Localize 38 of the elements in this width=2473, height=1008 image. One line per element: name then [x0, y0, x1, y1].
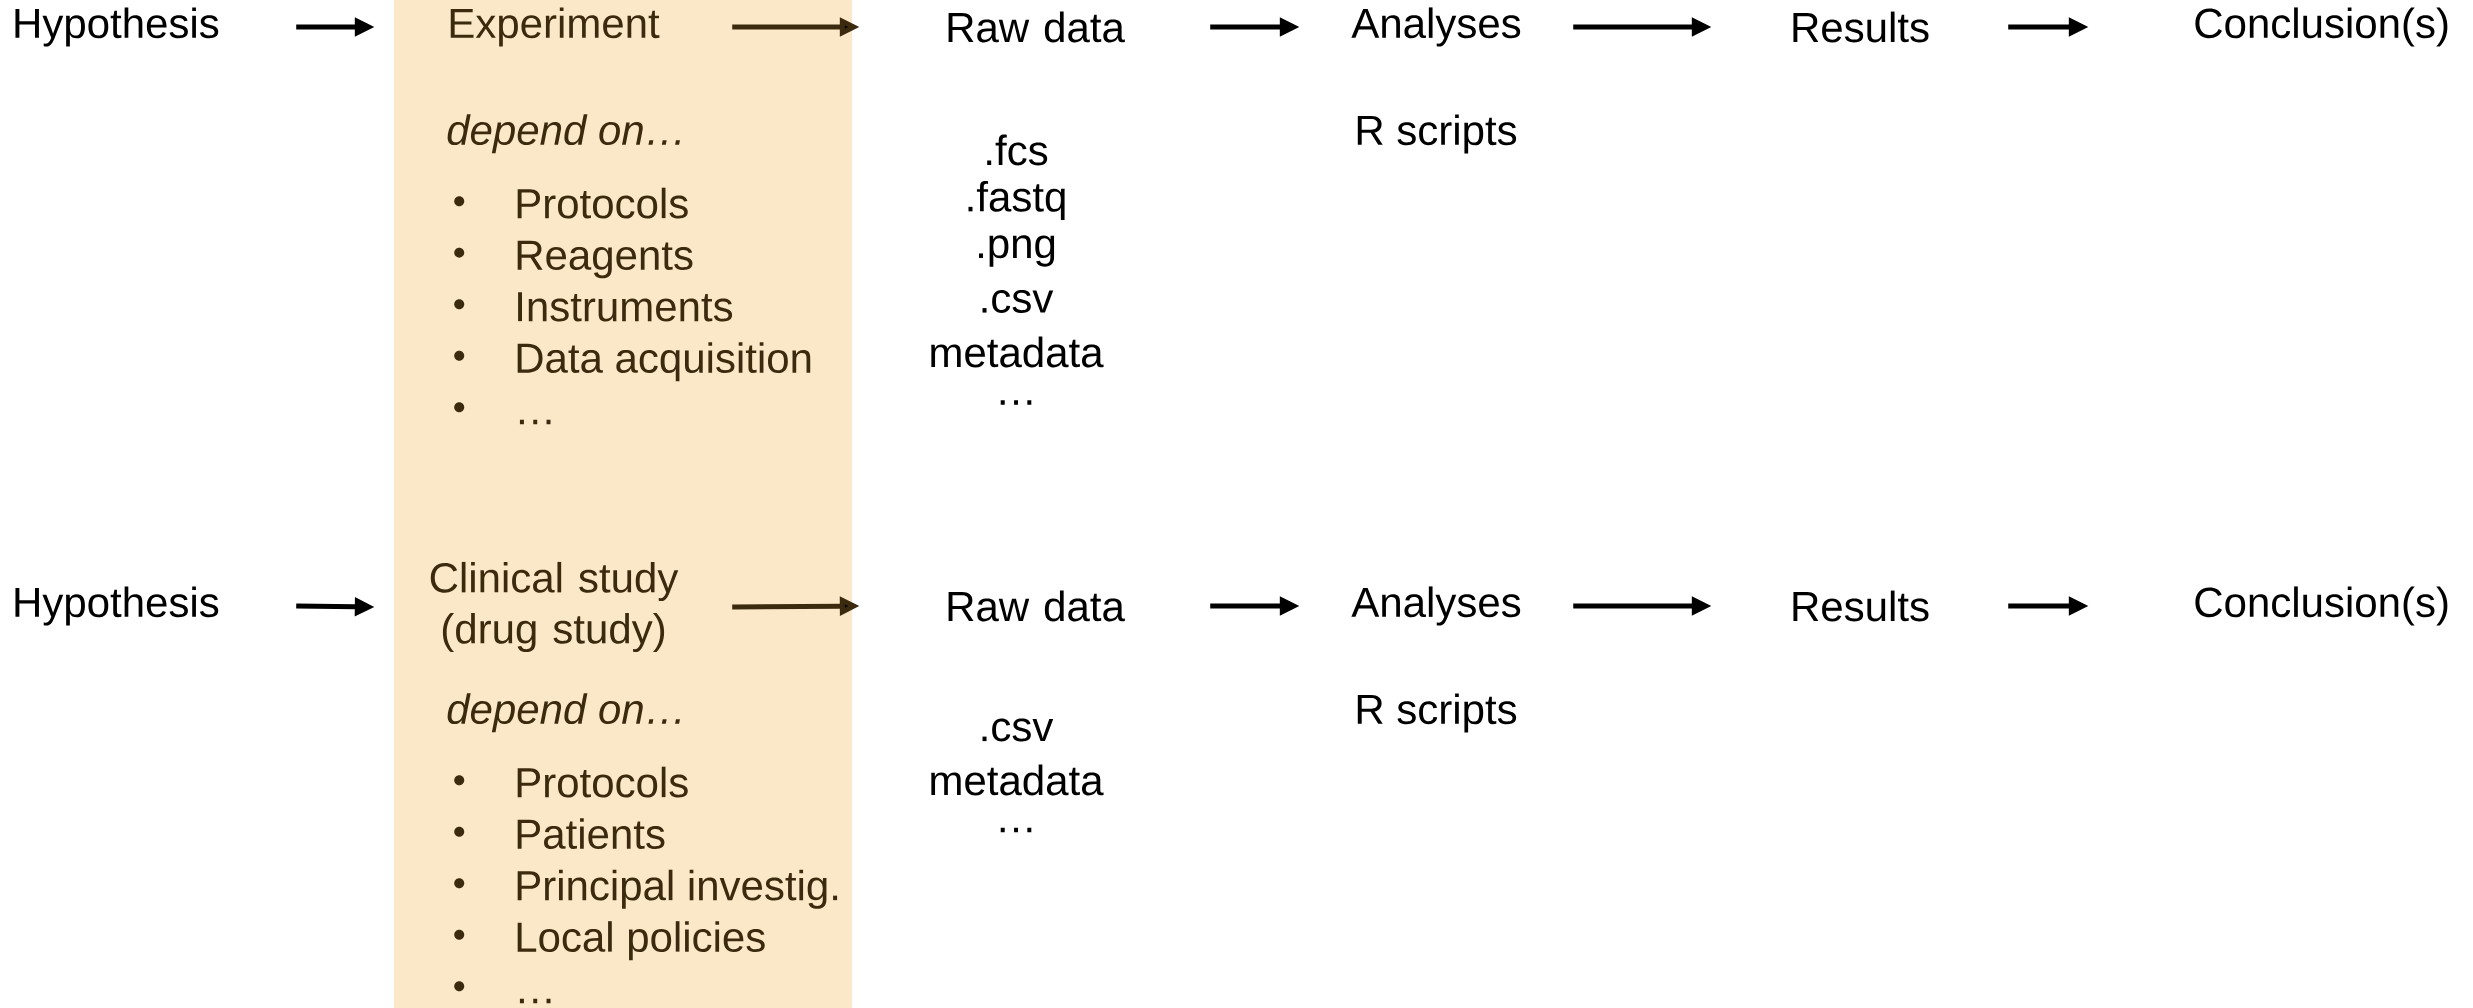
- step-label: Analyses: [1351, 586, 1521, 626]
- annotation-text: .csv: [982, 290, 1054, 313]
- node-label: …: [519, 998, 551, 1004]
- annotation-text: …: [1000, 827, 1032, 833]
- node-label: Instruments: [518, 292, 733, 322]
- node-label: Local policies: [517, 921, 765, 961]
- annotation-text: .fcs: [987, 134, 1048, 166]
- step-label: Conclusion(s): [2195, 7, 2448, 47]
- dependency-list: depend on… Protocols Patients Principal investig. Local policies …: [447, 693, 838, 1004]
- annotation-text: …: [1000, 400, 1032, 405]
- dependency-list: depend on… Protocols Reagents Instruments Data acquisition …: [447, 114, 811, 425]
- step-label: Raw data: [948, 590, 1125, 622]
- node-label: Reagents: [517, 240, 693, 279]
- annotation-text: .png: [979, 235, 1055, 267]
- node-label: Protocols: [517, 766, 688, 798]
- step-label: Conclusion(s): [2195, 586, 2448, 626]
- annotation-text: .csv: [982, 718, 1054, 742]
- step-label: Raw data: [948, 11, 1125, 43]
- annotation-text: R scripts: [1357, 114, 1517, 154]
- node-label: depend on…: [447, 114, 680, 154]
- step-label: Analyses: [1351, 7, 1521, 47]
- step-label: Hypothesis: [15, 7, 219, 47]
- node-label: Data acquisition: [517, 342, 811, 382]
- step-label: Hypothesis: [15, 586, 219, 626]
- annotation-text: R scripts: [1357, 693, 1517, 733]
- node-label: Protocols: [517, 187, 688, 219]
- node-label: …: [519, 419, 551, 425]
- step-label: Results: [1793, 590, 1929, 622]
- step-label: Experiment: [450, 7, 660, 47]
- step-label: Clinical study (drug study): [430, 561, 679, 653]
- band-background: [394, 0, 852, 1008]
- annotation-text: metadata: [931, 764, 1104, 796]
- annotation-text: .fastq: [968, 180, 1065, 221]
- node-label: Patients: [517, 818, 665, 850]
- annotation-text: metadata: [931, 336, 1104, 368]
- step-label: Results: [1793, 11, 1929, 43]
- node-label: Principal investig.: [517, 869, 838, 909]
- node-label: depend on…: [447, 693, 680, 733]
